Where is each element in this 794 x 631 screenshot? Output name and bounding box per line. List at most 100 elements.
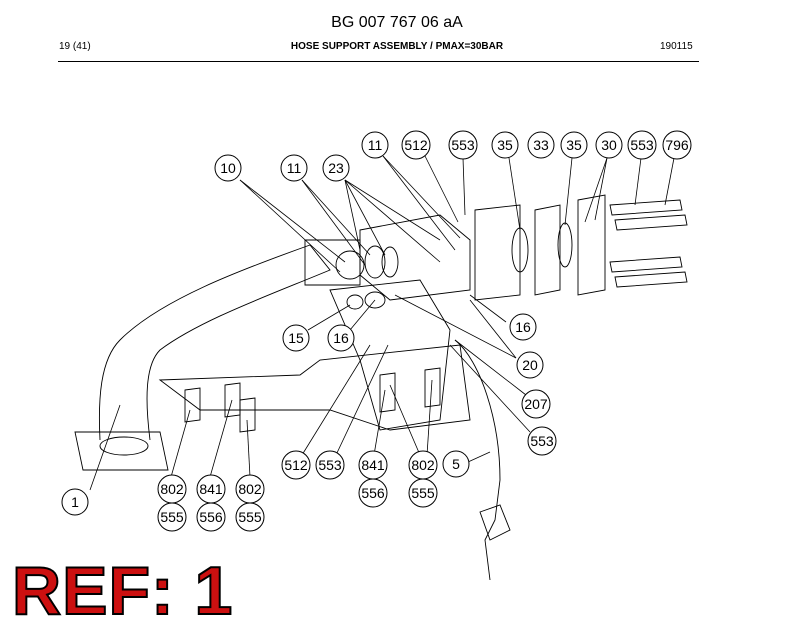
callout-label: 16 [333,330,349,346]
callout-841: 841 [196,474,226,504]
callout-circle [527,131,555,159]
callout-label: 841 [199,481,223,497]
callout-label: 796 [665,137,689,153]
callout-label: 556 [199,509,223,525]
upper-block [359,214,471,301]
callout-label: 11 [368,137,383,153]
callout-label: 35 [566,137,582,153]
callout-label: 10 [220,160,236,176]
callout-label: 841 [361,457,385,473]
bolt-stack-left [304,239,361,286]
callout-label: 556 [361,485,385,501]
callout-512: 512 [281,450,311,480]
callout-20: 20 [516,351,544,379]
document-id: BG 007 767 06 aA [331,14,463,31]
callout-circle [361,131,389,159]
callout-label: 207 [524,396,548,412]
callout-label: 512 [404,137,428,153]
washer-23 [381,246,399,278]
callout-circle [282,324,310,352]
callout-label: 553 [318,457,342,473]
callout-circle [521,389,551,419]
callout-circle [214,154,242,182]
page-number: 19 (41) [59,41,91,52]
elbow-pipe [98,244,331,441]
callout-label: 512 [284,457,308,473]
flange-33 [534,204,561,296]
callout-553: 553 [448,130,478,160]
callout-841: 841 [358,450,388,480]
callout-label: 555 [238,509,262,525]
screw-center-b [424,367,441,408]
fitting-body [474,204,521,301]
callout-1: 1 [61,488,89,516]
callout-30: 30 [595,131,623,159]
callout-553: 553 [627,130,657,160]
cable-tie-head [479,504,511,541]
callout-circle [627,130,657,160]
callout-23: 23 [322,154,350,182]
callout-circle [401,130,431,160]
callout-label: 16 [515,319,531,335]
reference-label: REF: 1 [11,553,234,629]
screw-802-left [184,387,201,423]
callout-5: 5 [442,450,470,478]
screw-center-a [379,372,396,413]
callout-label: 1 [71,494,79,510]
callout-label: 11 [287,160,302,176]
callout-11: 11 [280,154,308,182]
callout-556: 556 [358,478,388,508]
callout-33: 33 [527,131,555,159]
screw-802-right [239,397,256,433]
screw-841-left [224,382,241,418]
callout-circle [280,154,308,182]
callout-15: 15 [282,324,310,352]
callout-556: 556 [196,502,226,532]
drawing-title: HOSE SUPPORT ASSEMBLY / PMAX=30BAR [290,41,504,52]
bolt-796-b [614,214,688,231]
callout-label: 33 [533,137,549,153]
leader-lines [89,155,675,491]
bolt-796-c [609,256,683,273]
bolt-796-d [614,271,688,288]
callout-circle [157,502,187,532]
callout-555: 555 [408,478,438,508]
callout-label: 5 [452,456,460,472]
bolt-796-a [609,199,683,216]
callout-circle [358,478,388,508]
elbow-flange [74,431,169,471]
callout-label: 555 [411,485,435,501]
callout-label: 802 [411,457,435,473]
callout-circle [516,351,544,379]
callout-802: 802 [408,450,438,480]
callout-circle [408,478,438,508]
callout-802: 802 [235,474,265,504]
callout-circle [527,426,557,456]
callout-label: 30 [601,137,617,153]
callout-circle [448,130,478,160]
header-rule [58,61,699,62]
callout-circle [281,450,311,480]
callout-label: 15 [288,330,304,346]
elbow-flange-hole [99,436,149,456]
callout-512: 512 [401,130,431,160]
callout-16: 16 [509,313,537,341]
callout-label: 553 [451,137,475,153]
callout-796: 796 [662,130,692,160]
callout-label: 553 [630,137,654,153]
callout-16: 16 [327,324,355,352]
washer-11 [364,245,386,279]
part-outlines [74,194,688,581]
document-date: 190115 [660,41,693,52]
callout-circle [442,450,470,478]
callout-10: 10 [214,154,242,182]
callout-207: 207 [521,389,551,419]
callout-label: 553 [530,433,554,449]
callout-circle [560,131,588,159]
support-arm [329,279,451,431]
cable-tie-5 [454,339,501,581]
mounting-plate [158,344,471,431]
callout-11: 11 [361,131,389,159]
